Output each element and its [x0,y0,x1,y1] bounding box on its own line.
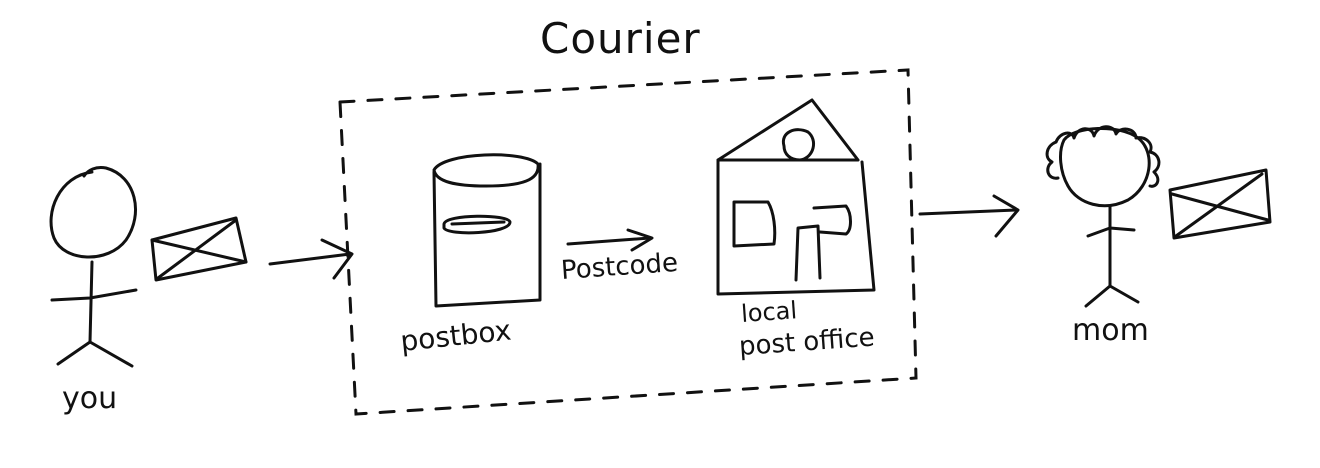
postcode-label: Postcode [560,247,679,286]
you-figure [49,166,138,368]
local-label: local [740,296,798,328]
arrow-you-to-postbox [268,238,354,280]
arrow-office-to-mom [918,194,1020,238]
letter-icon [150,216,248,282]
arrow-postbox-to-office [566,228,654,252]
you-label: you [62,381,118,416]
courier-title: Courier [540,14,701,63]
mom-figure [1045,125,1161,308]
courier-boundary [338,68,918,416]
letter-icon [1168,168,1272,240]
mom-label: mom [1072,313,1149,348]
post-office-icon [716,98,876,296]
postbox-icon [432,153,542,308]
